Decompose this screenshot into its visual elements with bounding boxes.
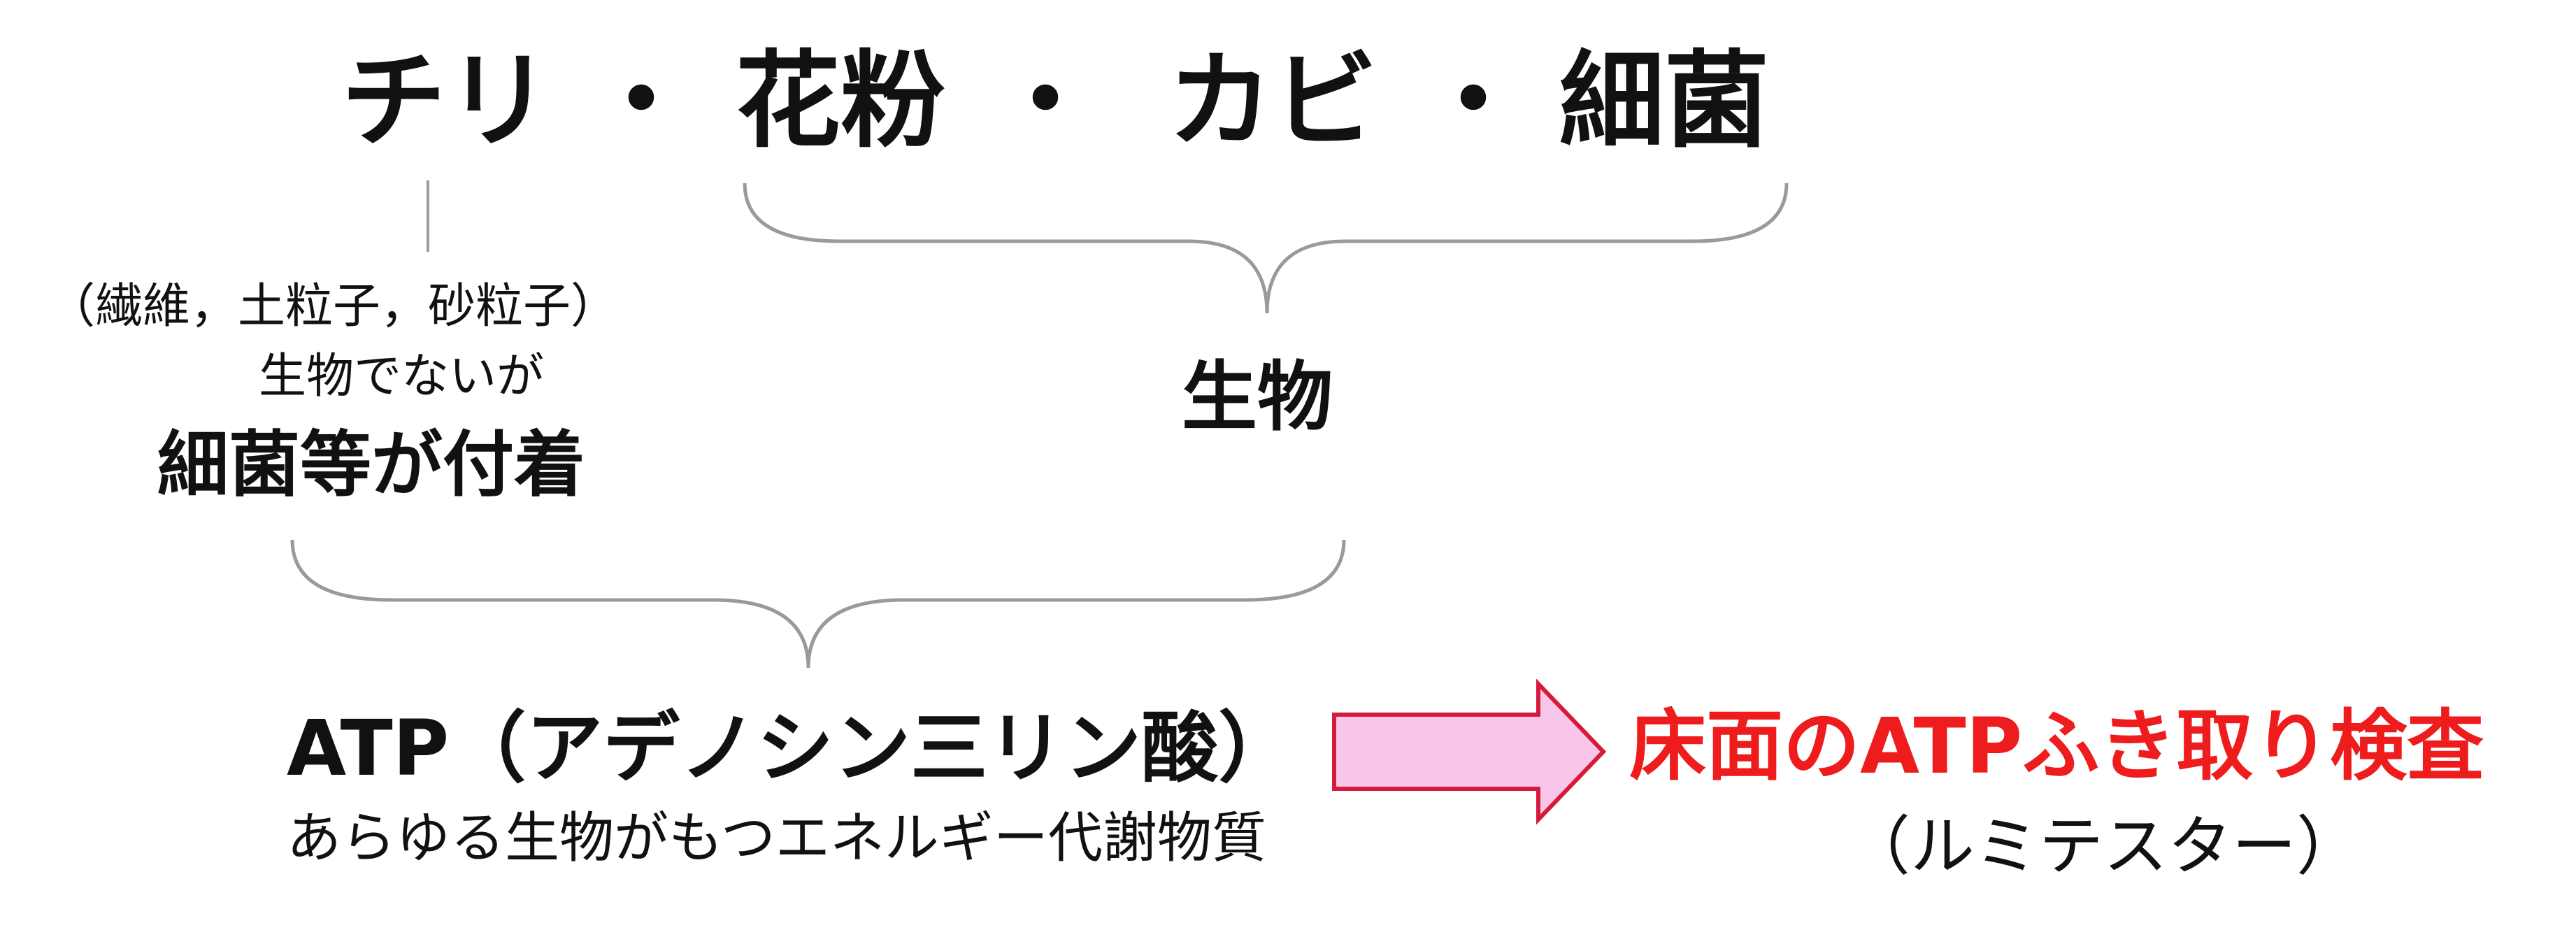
- dust-composition-text: （繊維，土粒子，砂粒子）: [48, 279, 619, 334]
- atp-title: ATP（アデノシン三リン酸）: [287, 703, 1296, 793]
- atp-brace: [290, 539, 1346, 668]
- floor-atp-test-title: 床面のATPふき取り検査: [1629, 701, 2484, 791]
- separator-dot: ・: [589, 41, 694, 162]
- arrow-right-icon: [1332, 678, 1607, 825]
- separator-dot: ・: [1421, 41, 1526, 162]
- organism-brace: [743, 183, 1789, 314]
- dust-label: チリ: [341, 41, 552, 162]
- bacteria-label: 細菌: [1559, 41, 1770, 162]
- separator-dot: ・: [993, 41, 1099, 162]
- bacteria-attached-text: 細菌等が付着: [157, 424, 585, 507]
- pollen-label: 花粉: [736, 41, 946, 162]
- atp-description: あらゆる生物がもつエネルギー代謝物質: [287, 807, 1266, 870]
- organism-label: 生物: [1182, 354, 1333, 441]
- non-organism-text: 生物でないが: [259, 349, 545, 404]
- lumitester-label: （ルミテスター）: [1846, 809, 2361, 884]
- mold-label: カビ: [1168, 41, 1378, 162]
